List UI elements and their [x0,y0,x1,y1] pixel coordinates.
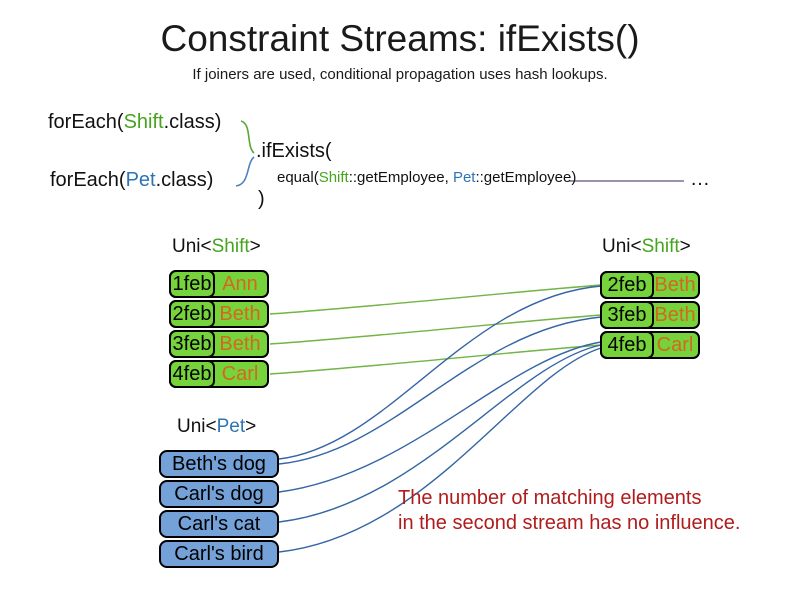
pet-class-token: Pet [125,169,156,191]
shift-employee-cell: Beth [654,273,696,296]
code-foreach-shift: forEach(Shift.class) [48,111,221,134]
shift-date-cell: 2feb [169,300,215,328]
right-shift-table-label: Uni<Shift> [602,236,691,258]
pet-table: Beth's dog Carl's dog Carl's cat Carl's … [159,450,279,570]
shift-date-cell: 4feb [600,331,654,359]
code-equal-joiner: equal(Shift::getEmployee, Pet::getEmploy… [277,169,576,186]
blue-line-carlsdog-4feb [278,341,602,493]
note-text: The number of matching elements in the s… [398,486,740,536]
code-close-paren: ) [258,188,265,210]
shift-employee-cell: Carl [221,362,259,385]
table-row: 2feb Beth [169,300,269,328]
list-item: Carl's cat [159,510,279,538]
label-text: Uni< [172,236,212,257]
green-line-4feb [269,344,602,375]
shift-class-token: Shift [123,111,164,133]
list-item: Carl's bird [159,540,279,568]
note-line-1: The number of matching elements [398,487,702,509]
table-row: 3feb Beth [600,301,700,329]
label-type-shift: Shift [211,236,250,257]
label-type-shift: Shift [641,236,680,257]
table-row: 2feb Beth [600,271,700,299]
label-text: Uni< [177,416,217,437]
shift-employee-cell: Beth [654,303,696,326]
page-title: Constraint Streams: ifExists() [160,18,640,59]
left-shift-table-label: Uni<Shift> [172,236,261,258]
shift-date-cell: 1feb [169,270,215,298]
code-text: ::getEmployee, [348,169,453,186]
pet-class-token: Pet [452,169,476,186]
list-item: Carl's dog [159,480,279,508]
table-row: 1feb Ann [169,270,269,298]
shift-employee-cell: Beth [219,332,261,355]
code-foreach-pet: forEach(Pet.class) [50,169,213,192]
label-type-pet: Pet [216,416,246,437]
code-text: .class) [163,111,222,133]
label-text: > [249,236,261,257]
page-subtitle: If joiners are used, conditional propaga… [192,66,608,83]
green-line-3feb [269,314,602,345]
table-row: 3feb Beth [169,330,269,358]
code-text: equal( [277,169,319,186]
brace-bottom-blue [235,156,255,187]
code-ellipsis: … [690,168,710,190]
label-text: Uni< [602,236,642,257]
label-text: > [245,416,257,437]
code-text: forEach( [50,169,126,191]
shift-employee-cell: Beth [219,302,261,325]
list-item: Beth's dog [159,450,279,478]
table-row: 4feb Carl [600,331,700,359]
shift-employee-cell: Ann [222,272,258,295]
code-text: forEach( [48,111,124,133]
blue-line-bethsdog-2feb [278,285,602,460]
green-line-2feb [269,284,602,315]
pet-table-label: Uni<Pet> [177,416,256,438]
label-text: > [679,236,691,257]
shift-employee-cell: Carl [656,333,694,356]
right-shift-table: 2feb Beth 3feb Beth 4feb Carl [600,271,700,361]
shift-date-cell: 2feb [600,271,654,299]
blue-line-bethsdog-3feb [278,316,602,465]
shift-date-cell: 4feb [169,360,215,388]
table-row: 4feb Carl [169,360,269,388]
code-text: .class) [155,169,214,191]
brace-top-green [240,120,255,154]
code-text: ::getEmployee) [475,169,577,186]
shift-date-cell: 3feb [600,301,654,329]
left-shift-table: 1feb Ann 2feb Beth 3feb Beth 4feb Carl [169,270,269,390]
shift-class-token: Shift [318,169,349,186]
code-ifexists: .ifExists( [256,140,332,162]
shift-date-cell: 3feb [169,330,215,358]
note-line-2: in the second stream has no influence. [398,512,741,534]
